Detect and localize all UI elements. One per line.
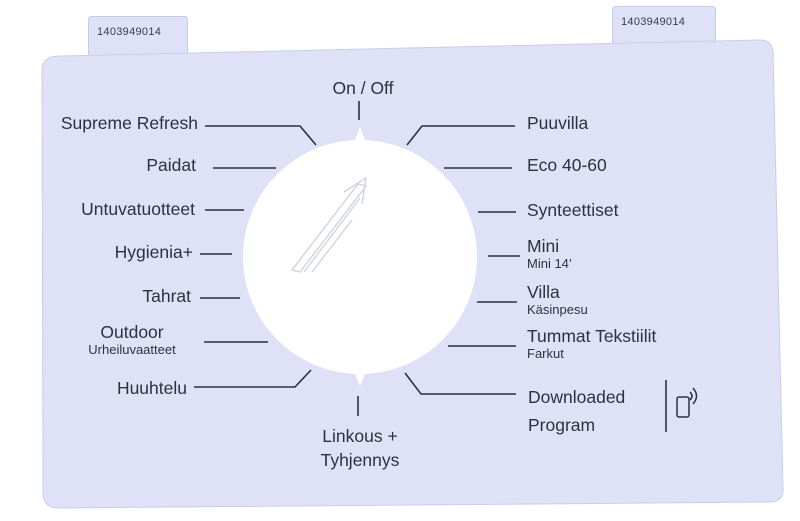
part-number-right: 1403949014	[621, 16, 686, 28]
program-downloaded: Downloaded Program	[528, 383, 625, 439]
leader-line-supreme-refresh	[205, 125, 317, 146]
program-villa-sub: Käsinpesu	[527, 302, 588, 317]
program-huuhtelu: Huuhtelu	[116, 378, 187, 398]
program-tummat-label: Tummat Tekstiilit	[527, 326, 657, 346]
leader-line-puuvilla	[406, 125, 515, 146]
label-on-off: On / Off	[332, 78, 394, 98]
program-outdoor: Outdoor Urheiluvaatteet	[76, 322, 188, 358]
part-number-left: 1403949014	[97, 26, 162, 38]
program-paidat: Paidat	[146, 155, 196, 175]
program-tummat-tekstiilit: Tummat Tekstiilit Farkut	[527, 326, 656, 362]
program-dial[interactable]	[243, 127, 477, 386]
part-number-tag-left: 1403949014	[88, 16, 188, 58]
watermark-arrow-icon	[290, 176, 368, 273]
program-tahrat: Tahrat	[142, 286, 191, 306]
program-downloaded-line2: Program	[528, 415, 596, 435]
program-untuvatuotteet: Untuvatuotteet	[81, 199, 195, 219]
program-outdoor-sub: Urheiluvaatteet	[88, 342, 176, 357]
leader-lines	[194, 101, 667, 432]
program-outdoor-label: Outdoor	[100, 322, 164, 342]
phone-remote-icon	[676, 387, 698, 418]
program-eco-40-60: Eco 40-60	[527, 155, 607, 175]
label-linkous: Linkous +	[322, 426, 398, 446]
leader-line-huuhtelu	[194, 369, 312, 388]
program-villa-label: Villa	[527, 282, 560, 302]
program-tummat-sub: Farkut	[527, 346, 564, 361]
program-supreme-refresh: Supreme Refresh	[60, 113, 198, 133]
program-villa: Villa Käsinpesu	[527, 282, 588, 318]
program-puuvilla: Puuvilla	[527, 113, 589, 133]
program-mini: Mini Mini 14’	[527, 236, 572, 272]
program-mini-label: Mini	[527, 236, 560, 256]
label-linkous-tyhjennys: Linkous + Tyhjennys	[302, 424, 418, 472]
leader-line-downloaded	[404, 372, 516, 395]
label-tyhjennys: Tyhjennys	[320, 450, 400, 470]
program-mini-sub: Mini 14’	[527, 256, 572, 271]
program-hygienia: Hygienia+	[114, 242, 193, 262]
program-synteettiset: Synteettiset	[527, 200, 619, 220]
program-downloaded-line1: Downloaded	[528, 387, 626, 407]
